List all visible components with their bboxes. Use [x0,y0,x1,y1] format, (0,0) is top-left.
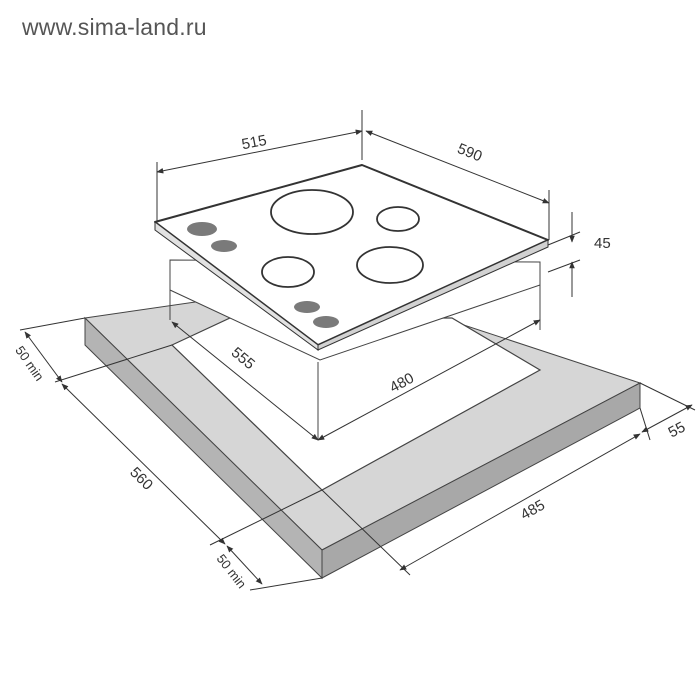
dimension-lines [19,110,696,591]
dim-label-clearance-front: 50 min [214,551,250,591]
dim-label-clearance-back: 50 min [12,343,47,384]
dim-label-top-width: 515 [240,132,268,153]
burner-medium-front [261,256,315,288]
knob-icon [211,240,237,252]
dim-label-top-depth: 590 [455,140,485,165]
dim-label-thickness: 45 [594,235,611,252]
dim-label-counter-depth: 560 [126,464,156,494]
knob-icon [313,316,339,328]
site-watermark: www.sima-land.ru [22,14,207,40]
burner-large [270,189,354,235]
dim-label-counter-edge: 55 [666,419,689,442]
hob-glass-top [154,164,549,351]
burner-small-back [376,206,420,232]
knob-icon [294,301,320,313]
burner-medium-right [356,246,424,284]
knob-icon [187,222,217,236]
